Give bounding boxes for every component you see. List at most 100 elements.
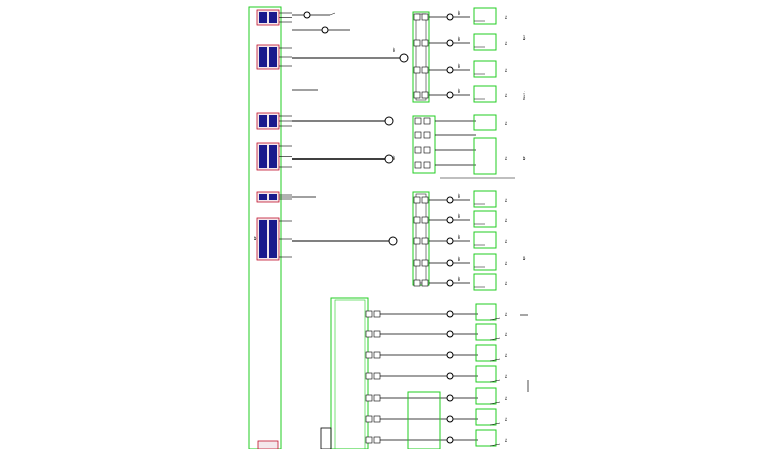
cable-marker: [446, 351, 454, 359]
load-wire: [489, 358, 501, 362]
breaker-symbol: [365, 372, 373, 380]
cable-marker: [446, 415, 454, 423]
load-box: [473, 210, 497, 228]
load-label: Ex: [504, 15, 508, 19]
breaker-symbol: [423, 131, 431, 139]
load-label: Ex: [504, 417, 508, 421]
breaker-symbol: [365, 415, 373, 423]
load-label: Ex: [504, 198, 508, 202]
breaker-symbol: [373, 394, 381, 402]
breaker-block: [269, 12, 277, 23]
load-label: Ex: [504, 261, 508, 265]
load-wire: [489, 317, 501, 321]
breaker-symbol: [421, 216, 429, 224]
cable-label: ВВГ: [457, 10, 461, 15]
load-label: Ex: [504, 218, 508, 222]
breaker-block: [259, 115, 267, 127]
load-label: Ex: [504, 438, 508, 442]
cable-label: ВВГ: [457, 36, 461, 41]
breaker-symbol: [421, 279, 429, 287]
breaker-symbol: [413, 237, 421, 245]
breaker-symbol: [414, 131, 422, 139]
breaker-symbol: [413, 66, 421, 74]
breaker-symbol: [414, 146, 422, 154]
load-box: [475, 365, 497, 383]
breaker-symbol: [421, 196, 429, 204]
breaker-symbol: [421, 91, 429, 99]
breaker-symbol: [373, 436, 381, 444]
breaker-block: [269, 145, 277, 168]
breaker-symbol: [423, 146, 431, 154]
breaker-symbol: [413, 91, 421, 99]
load-box: [475, 387, 497, 405]
distribution-bus-enclosure: [412, 11, 430, 103]
load-wire: [489, 379, 501, 383]
breaker-symbol: [414, 117, 422, 125]
cable-label: ВВГ: [457, 234, 461, 239]
load-label: Ex: [504, 239, 508, 243]
breaker-block: [259, 145, 267, 168]
distribution-bus-enclosure: [412, 115, 436, 174]
breaker-symbol: [421, 13, 429, 21]
load-box: [473, 114, 497, 131]
cable-label: ВВГ: [457, 88, 461, 93]
breaker-symbol: [365, 436, 373, 444]
cable-marker: [303, 11, 311, 19]
lower-panel-enclosure: [330, 297, 369, 450]
cable-marker: [446, 196, 454, 204]
cable-label: ВВГ: [392, 155, 396, 160]
load-box: [475, 303, 497, 321]
breaker-symbol: [413, 196, 421, 204]
load-box: [473, 253, 497, 271]
load-box: [473, 7, 497, 25]
load-box: [473, 60, 497, 78]
breaker-symbol: [423, 161, 431, 169]
cable-marker: [384, 154, 394, 164]
cable-label: ВВГ: [457, 63, 461, 68]
cable-marker: [446, 216, 454, 224]
breaker-symbol: [421, 237, 429, 245]
load-box: [473, 273, 497, 291]
breaker-symbol: [413, 216, 421, 224]
load-box: [473, 137, 497, 175]
cable-marker: [446, 66, 454, 74]
breaker-symbol: [413, 259, 421, 267]
bus-bar: [415, 13, 427, 101]
annotation-text: ЩР: [522, 156, 526, 160]
breaker-symbol: [373, 330, 381, 338]
cable-marker: [384, 116, 394, 126]
load-label: Ex: [504, 312, 508, 316]
cable-label: ВВГ: [457, 213, 461, 218]
load-box: [475, 408, 497, 426]
load-wire: [489, 401, 501, 405]
load-label: Ex: [504, 41, 508, 45]
breaker-block: [259, 194, 267, 200]
breaker-block: [259, 12, 267, 23]
breaker-symbol: [413, 13, 421, 21]
breaker-block: [259, 47, 267, 67]
load-box: [473, 85, 497, 103]
cable-marker: [446, 330, 454, 338]
load-box: [475, 323, 497, 341]
breaker-block: [269, 115, 277, 127]
load-wire: [489, 422, 501, 426]
breaker-block: [269, 194, 277, 200]
cable-label: ВВГ: [457, 193, 461, 198]
distribution-bus-enclosure: [412, 191, 430, 286]
cable-marker: [446, 372, 454, 380]
load-label: Ex: [504, 121, 508, 125]
annotation-text: Щит: [522, 34, 526, 40]
breaker-symbol: [373, 351, 381, 359]
breaker-symbol: [413, 279, 421, 287]
annotation-text: ЩО: [522, 256, 526, 260]
distribution-bus-enclosure: [407, 391, 441, 450]
terminal-block: [320, 427, 332, 450]
breaker-symbol: [365, 351, 373, 359]
breaker-block: [269, 220, 277, 258]
load-box: [473, 33, 497, 51]
breaker-block: [259, 220, 267, 258]
load-wire: [489, 337, 501, 341]
cable-marker: [446, 91, 454, 99]
breaker-symbol: [421, 259, 429, 267]
